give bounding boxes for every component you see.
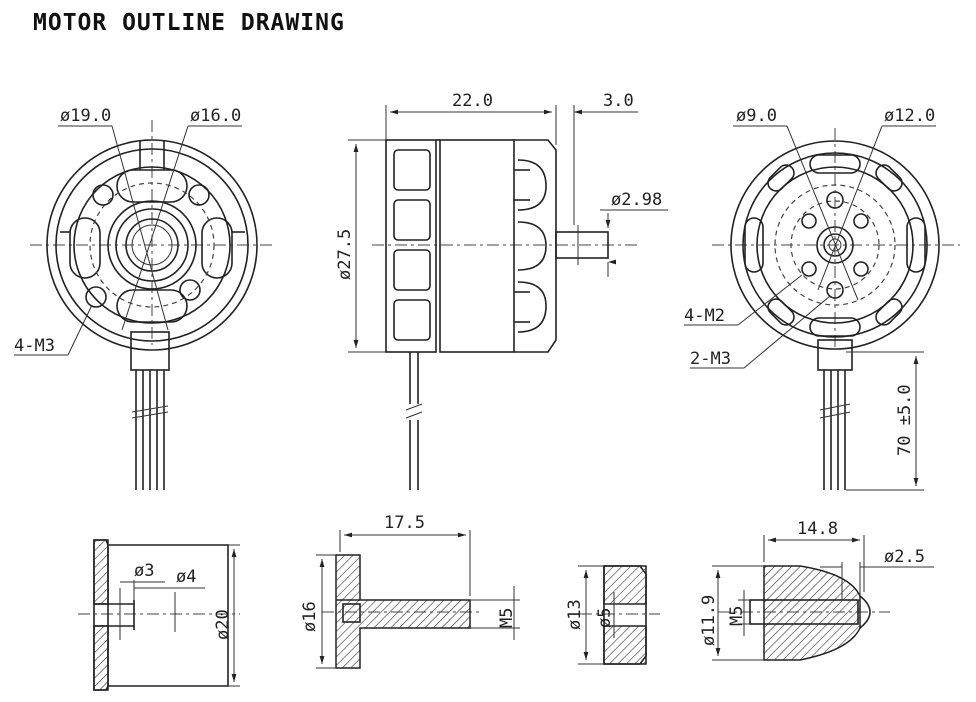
part1-d20-label: ø20 xyxy=(213,609,233,640)
part2-m5-label: M5 xyxy=(497,608,517,628)
part4-d25-label: ø2.5 xyxy=(884,547,925,567)
part-3-section: ø13 ø5 xyxy=(565,565,660,665)
part2-length-label: 17.5 xyxy=(384,513,425,533)
side-diameter-label: ø27.5 xyxy=(335,229,355,280)
part4-d119-label: ø11.9 xyxy=(699,595,719,646)
side-length-label: 22.0 xyxy=(452,91,493,111)
rear-d12-label: ø12.0 xyxy=(884,106,935,126)
part-4-section: 14.8 ø2.5 ø11.9 M5 xyxy=(699,519,934,661)
rear-m3-label: 2-M3 xyxy=(690,349,731,369)
part2-d16-label: ø16 xyxy=(300,601,320,632)
rear-d9-label: ø9.0 xyxy=(736,106,777,126)
side-shaft-len-label: 3.0 xyxy=(603,91,634,111)
part1-d4-label: ø4 xyxy=(176,567,196,587)
part-1-section: ø3 ø4 ø20 xyxy=(78,539,240,691)
part4-m5-label: M5 xyxy=(727,606,747,626)
drawing-title: MOTOR OUTLINE DRAWING xyxy=(33,10,345,36)
part4-length-label: 14.8 xyxy=(797,519,838,539)
front-holes-label: 4-M3 xyxy=(14,336,55,356)
front-d16-label: ø16.0 xyxy=(190,106,241,126)
part3-d5-label: ø5 xyxy=(595,608,615,628)
front-d19-label: ø19.0 xyxy=(60,106,111,126)
rear-lead-length-label: 70 ±5.0 xyxy=(895,384,915,456)
part-2-section: 17.5 ø16 M5 xyxy=(300,513,520,669)
rear-m2-label: 4-M2 xyxy=(684,306,725,326)
side-view: 22.0 3.0 ø27.5 ø2.98 xyxy=(335,91,668,490)
front-view: ø19.0 ø16.0 4-M3 xyxy=(14,106,275,490)
side-shaft-d-label: ø2.98 xyxy=(611,190,662,210)
rear-view: ø9.0 ø12.0 4-M2 2-M3 70 ±5.0 xyxy=(684,106,960,491)
part1-d3-label: ø3 xyxy=(134,561,154,581)
part3-d13-label: ø13 xyxy=(565,599,585,630)
